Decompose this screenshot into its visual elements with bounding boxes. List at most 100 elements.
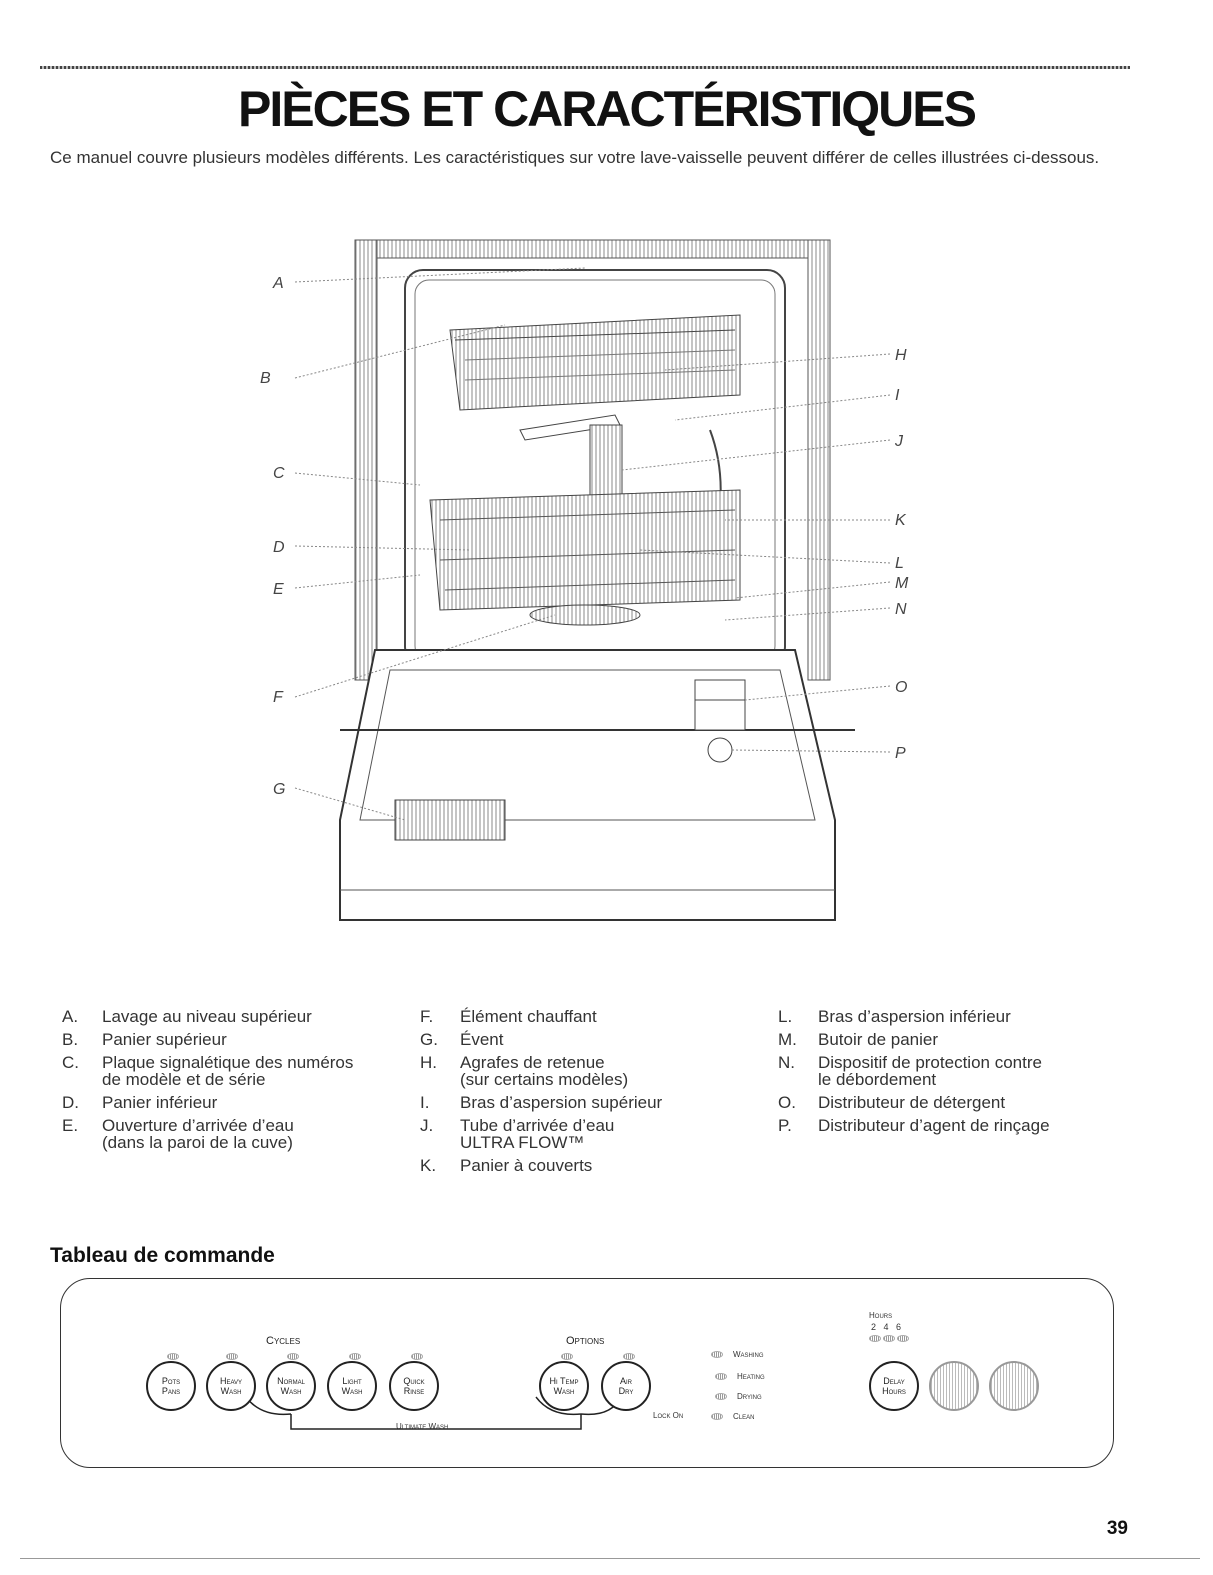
list-item: K. Panier à couverts [420, 1157, 750, 1174]
list-item: P. Distributeur d’agent de rinçage [778, 1117, 1108, 1134]
callout-N: N [895, 601, 907, 618]
part-description: Panier supérieur [102, 1030, 227, 1049]
part-description: Plaque signalétique des numéros de modèl… [102, 1053, 354, 1089]
list-item: N.Dispositif de protection contre le déb… [778, 1054, 1108, 1088]
part-description: Élément chauffant [460, 1007, 597, 1026]
part-description: Agrafes de retenue (sur certains modèles… [460, 1053, 629, 1089]
side-tab [1155, 1080, 1187, 1340]
indicator-light-icon [561, 1353, 573, 1360]
drying-light-icon [715, 1393, 727, 1400]
parts-list-col1: A. Lavage au niveau supérieur B. Panier su… [62, 1008, 392, 1157]
callout-O: O [895, 679, 907, 696]
part-description: Panier à couverts [460, 1156, 593, 1175]
part-letter: C. [62, 1053, 79, 1072]
hi-temp-wash-button[interactable]: Hi Temp Wash [539, 1361, 589, 1411]
part-letter: P. [778, 1116, 792, 1135]
list-item: J. Tube d’arrivée d’eau ULTRA FLOW™ [420, 1117, 750, 1151]
list-item: O. Distributeur de détergent [778, 1094, 1108, 1111]
callout-E: E [273, 581, 284, 598]
status-drying: Drying [737, 1392, 762, 1401]
part-description: Lavage au niveau supérieur [102, 1007, 312, 1026]
heavy-wash-button[interactable]: Heavy Wash [206, 1361, 256, 1411]
cancel-button[interactable] [989, 1361, 1039, 1411]
hours-light-icon [897, 1335, 909, 1342]
part-letter: F. [420, 1007, 434, 1026]
intro-text: Ce manuel couvre plusieurs modèles diffé… [50, 148, 1100, 167]
list-item: D. Panier inférieur [62, 1094, 392, 1111]
callout-C: C [273, 465, 285, 482]
list-item: F. Élément chauffant [420, 1008, 750, 1025]
lock-on-label: Lock On [653, 1411, 684, 1420]
part-letter: M. [778, 1030, 797, 1049]
status-washing: Washing [733, 1350, 764, 1359]
part-letter: E. [62, 1116, 79, 1135]
part-letter: D. [62, 1093, 79, 1112]
hours-label: Hours [869, 1311, 893, 1320]
part-letter: B. [62, 1030, 79, 1049]
callout-K: K [895, 512, 907, 529]
parts-list-col3: L. Bras d’aspersion inférieur M. Butoir de… [778, 1008, 1108, 1140]
control-panel-title: Tableau de commande [50, 1244, 275, 1267]
callout-D: D [273, 539, 285, 556]
indicator-light-icon [167, 1353, 179, 1360]
page-title: PIÈCES ET CARACTÉRISTIQUES [238, 81, 977, 137]
top-rule [40, 66, 1130, 69]
list-item: E. Ouverture d’arrivée d’eau (dans la par… [62, 1117, 392, 1151]
pots-pans-button[interactable]: Pots Pans [146, 1361, 196, 1411]
indicator-light-icon [411, 1353, 423, 1360]
part-description: Ouverture d’arrivée d’eau (dans la paroi… [102, 1116, 294, 1152]
callout-F: F [273, 689, 284, 706]
part-letter: J. [420, 1116, 434, 1135]
part-description: Bras d’aspersion inférieur [818, 1007, 1011, 1026]
indicator-light-icon [623, 1353, 635, 1360]
heating-light-icon [715, 1373, 727, 1380]
callout-L: L [895, 555, 904, 572]
list-item: I. Bras d’aspersion supérieur [420, 1094, 750, 1111]
list-item: A. Lavage au niveau supérieur [62, 1008, 392, 1025]
ultimate-wash-label: Ultimate Wash [396, 1422, 449, 1431]
part-letter: G. [420, 1030, 438, 1049]
list-item: G. Évent [420, 1031, 750, 1048]
part-description: Panier inférieur [102, 1093, 218, 1112]
list-item: C. Plaque signalétique des numéros de mod… [62, 1054, 392, 1088]
part-letter: A. [62, 1007, 79, 1026]
part-description: Évent [460, 1030, 504, 1049]
list-item: L. Bras d’aspersion inférieur [778, 1008, 1108, 1025]
part-letter: O. [778, 1093, 796, 1112]
list-item: M. Butoir de panier [778, 1031, 1108, 1048]
part-letter: I. [420, 1093, 430, 1112]
part-description: Distributeur d’agent de rinçage [818, 1116, 1050, 1135]
normal-wash-button[interactable]: Normal Wash [266, 1361, 316, 1411]
options-label: Options [566, 1335, 605, 1347]
indicator-light-icon [226, 1353, 238, 1360]
bottom-rule [20, 1558, 1200, 1559]
delay-hours-button[interactable]: Delay Hours [869, 1361, 919, 1411]
callout-B: B [260, 370, 271, 387]
callout-M: M [895, 575, 909, 592]
clean-light-icon [711, 1413, 723, 1420]
dishwasher-diagram: A B C D E F G H I J K L M N O P [260, 239, 909, 921]
part-description: Tube d’arrivée d’eau ULTRA FLOW™ [460, 1116, 615, 1152]
light-wash-button[interactable]: Light Wash [327, 1361, 377, 1411]
hours-values: 2 4 6 [871, 1322, 902, 1332]
part-description: Distributeur de détergent [818, 1093, 1006, 1112]
part-letter: L. [778, 1007, 793, 1026]
quick-rinse-button[interactable]: Quick Rinse [389, 1361, 439, 1411]
washing-light-icon [711, 1351, 723, 1358]
list-item: B. Panier supérieur [62, 1031, 392, 1048]
callout-G: G [273, 781, 285, 798]
status-clean: Clean [733, 1412, 755, 1421]
indicator-light-icon [287, 1353, 299, 1360]
part-letter: K. [420, 1156, 437, 1175]
parts-list-col2: F. Élément chauffant G. Évent H. Agrafes de… [420, 1008, 750, 1180]
part-description: Butoir de panier [818, 1030, 939, 1049]
air-dry-button[interactable]: Air Dry [601, 1361, 651, 1411]
part-description: Bras d’aspersion supérieur [460, 1093, 663, 1112]
page-number: 39 [1106, 1518, 1128, 1539]
callout-P: P [895, 745, 906, 762]
start-button[interactable] [929, 1361, 979, 1411]
callout-J: J [894, 433, 904, 450]
control-panel: Cycles Options Pots Pans Heavy Wash Norm… [60, 1278, 1114, 1468]
part-description: Dispositif de protection contre le débor… [818, 1053, 1042, 1089]
part-letter: H. [420, 1053, 437, 1072]
